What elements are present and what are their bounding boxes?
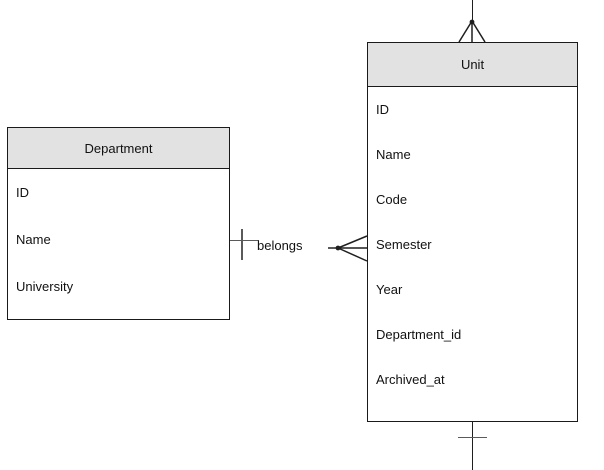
one-notation-bottom-icon <box>458 436 487 438</box>
field-row-unit-name: Name <box>376 147 411 162</box>
field-row-unit-semester: Semester <box>376 237 432 252</box>
relationship-label: belongs <box>257 238 303 253</box>
field-row-unit-id: ID <box>376 102 389 117</box>
crow-foot-many-icon-unit-top <box>458 19 486 42</box>
relationship-line-right <box>328 247 338 249</box>
field-row-unit-code: Code <box>376 192 408 207</box>
entity-unit-header: Unit <box>368 43 577 87</box>
field-row-department-id: ID <box>16 185 29 200</box>
entity-department[interactable]: Department ID Name University <box>7 127 230 320</box>
field-row-unit-year: Year <box>376 282 403 297</box>
field-row-unit-department-id: Department_id <box>376 327 462 342</box>
field-row-department-name: Name <box>16 232 51 247</box>
entity-unit-fields: ID Name Code Semester Year Department_id… <box>368 87 577 402</box>
crow-foot-many-icon-unit <box>335 235 368 262</box>
entity-unit-title: Unit <box>460 57 485 72</box>
unit-top-connector-line <box>471 0 473 21</box>
entity-department-title: Department <box>84 140 153 156</box>
entity-department-header: Department <box>8 128 229 169</box>
entity-department-fields: ID Name University <box>8 169 229 310</box>
relationship-line-left <box>230 239 259 241</box>
field-row-department-university: University <box>16 279 74 294</box>
one-notation-department-icon <box>241 229 243 260</box>
field-row-unit-archived-at: Archived_at <box>376 372 445 387</box>
entity-unit[interactable]: Unit ID Name Code Semester Year Departme… <box>367 42 578 422</box>
unit-bottom-connector-line <box>471 422 473 470</box>
